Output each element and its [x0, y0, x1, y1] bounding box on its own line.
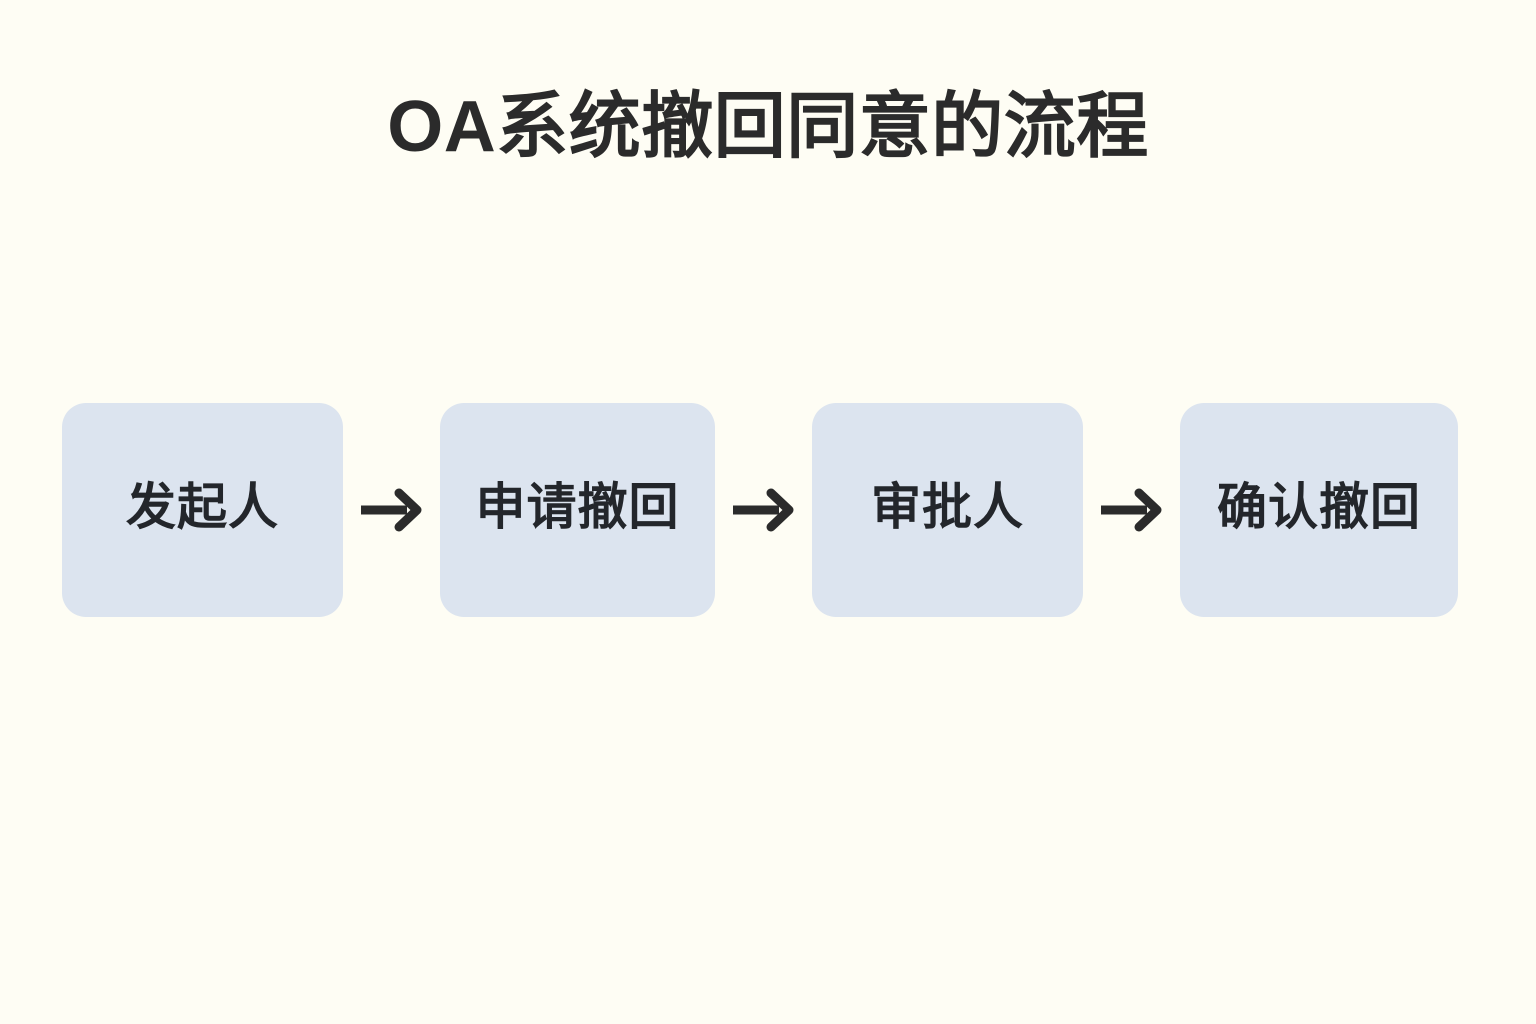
arrow-right-icon [349, 403, 435, 617]
flow-node-apply-withdraw[interactable]: 申请撤回 [440, 403, 715, 617]
page-title: OA系统撤回同意的流程 [387, 87, 1149, 167]
flow-node-label: 审批人 [871, 479, 1024, 535]
flow-node-approver[interactable]: 审批人 [812, 403, 1083, 617]
arrow-right-icon [721, 403, 807, 617]
flow-node-initiator[interactable]: 发起人 [62, 403, 343, 617]
flow-node-label: 确认撤回 [1217, 479, 1421, 535]
flow-node-label: 发起人 [126, 479, 279, 535]
flow-node-label: 申请撤回 [475, 479, 680, 535]
arrow-right-icon [1089, 403, 1175, 617]
flow-node-confirm-withdraw[interactable]: 确认撤回 [1180, 403, 1458, 617]
flow-chain: 发起人 申请撤回 审批人 确认撤回 [62, 403, 1458, 617]
